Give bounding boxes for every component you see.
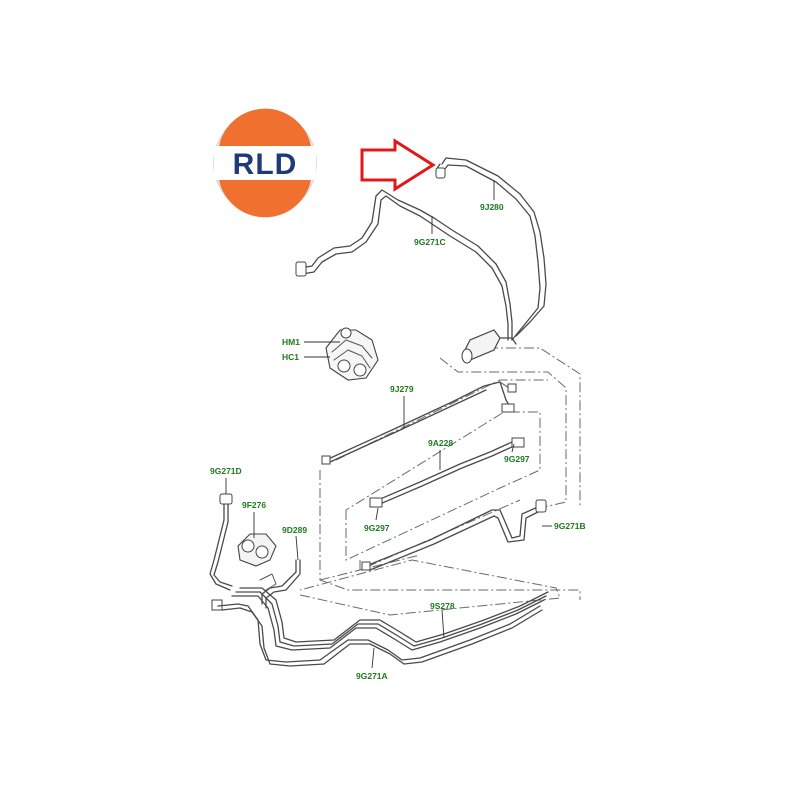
label-9F276: 9F276 [242, 500, 266, 510]
label-9D289: 9D289 [282, 525, 307, 535]
fuel-filter [461, 329, 517, 364]
arrow-right-icon [360, 138, 436, 192]
pipe-bundle-9G271A [217, 587, 549, 667]
dashed-outlines [299, 347, 581, 616]
label-9S278: 9S278 [430, 601, 455, 611]
label-9G271A: 9G271A [356, 671, 388, 681]
pipe-9G271C [295, 189, 513, 341]
label-9G271B: 9G271B [554, 521, 586, 531]
label-HC1: HC1 [282, 352, 299, 362]
label-9G271C: 9G271C [414, 237, 446, 247]
label-9A228: 9A228 [428, 438, 453, 448]
rld-logo: RLD [213, 108, 317, 218]
pipe-9J280 [435, 157, 547, 341]
leader-lines [225, 180, 552, 669]
label-9J279: 9J279 [390, 384, 414, 394]
part-labels: 9J280 9G271C HM1 HC1 9J279 9A228 9G297 9… [210, 202, 586, 681]
label-9G271D: 9G271D [210, 466, 242, 476]
logo-text: RLD [233, 148, 298, 181]
pipe-9G271D [209, 493, 233, 611]
clip-assembly [325, 327, 379, 381]
label-9G297-left: 9G297 [364, 523, 390, 533]
pipe-9J279 [321, 381, 517, 465]
bracket-9F276 [237, 533, 277, 567]
label-9J280: 9J280 [480, 202, 504, 212]
pipe-9D289 [259, 559, 301, 609]
pipe-9G271B [361, 499, 547, 571]
pipe-9A228 [369, 437, 525, 508]
label-HM1: HM1 [282, 337, 300, 347]
label-9G297-right: 9G297 [504, 454, 530, 464]
